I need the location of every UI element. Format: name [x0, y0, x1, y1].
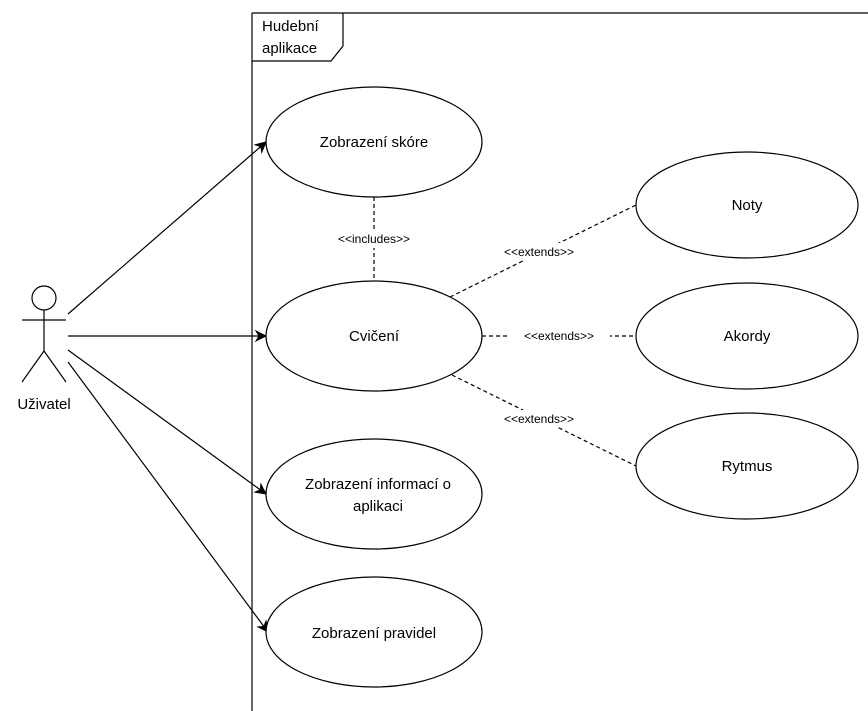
system-boundary-tab	[252, 13, 344, 62]
use-case-rhythm[interactable]: Rytmus	[635, 412, 859, 520]
use-case-score-label: Zobrazení skóre	[320, 134, 428, 151]
system-boundary-title-line1: Hudební	[262, 18, 320, 35]
association-rules	[67, 361, 268, 632]
extends-label-rhythm: <<extends>>	[504, 412, 574, 426]
actor-uzivatel[interactable]: Uživatel	[17, 285, 71, 413]
system-boundary-title-line2: aplikace	[262, 40, 317, 57]
actor-label: Uživatel	[17, 396, 70, 413]
use-case-notes-label: Noty	[732, 197, 763, 214]
use-case-rules[interactable]: Zobrazení pravidel	[265, 576, 483, 688]
extends-label-notes: <<extends>>	[504, 245, 574, 259]
use-case-notes[interactable]: Noty	[635, 151, 859, 259]
use-case-chords[interactable]: Akordy	[635, 282, 859, 390]
use-case-score[interactable]: Zobrazení skóre	[265, 86, 483, 198]
extends-label-chords: <<extends>>	[524, 329, 594, 343]
use-case-info-label-line2: aplikaci	[353, 498, 403, 515]
use-case-rhythm-label: Rytmus	[722, 458, 773, 475]
use-case-chords-label: Akordy	[724, 328, 771, 345]
use-case-rules-label: Zobrazení pravidel	[312, 625, 436, 642]
use-case-info-label-line1: Zobrazení informací o	[305, 476, 451, 493]
extends-line-rhythm	[451, 374, 637, 467]
system-boundary: Hudební aplikace	[251, 12, 868, 711]
use-case-info[interactable]: Zobrazení informací o aplikaci	[265, 438, 483, 550]
association-score	[67, 142, 266, 315]
includes-label: <<includes>>	[338, 232, 410, 246]
actor-head	[31, 285, 57, 311]
association-info	[67, 349, 266, 494]
use-case-practice-label: Cvičení	[349, 328, 400, 345]
use-case-practice[interactable]: Cvičení	[265, 280, 483, 392]
